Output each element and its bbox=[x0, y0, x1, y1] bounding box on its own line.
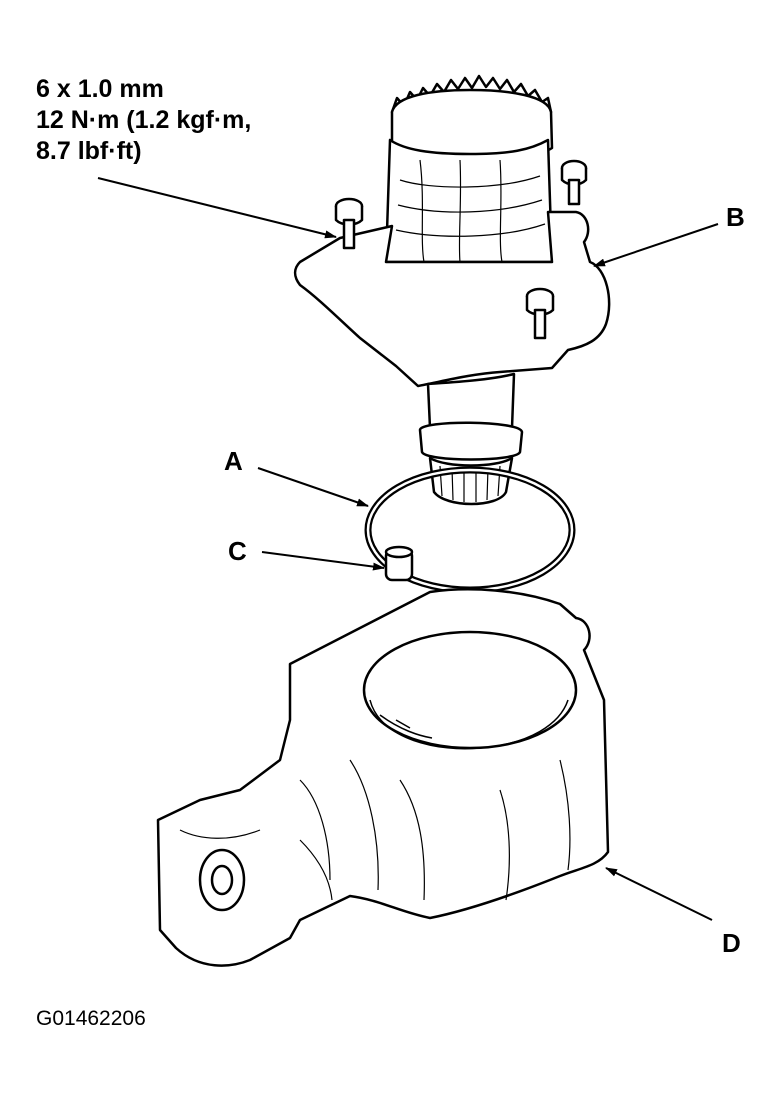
bolt-spec-torque-imperial: 8.7 lbf·ft) bbox=[36, 137, 142, 165]
callout-label-c: C bbox=[228, 536, 247, 566]
housing-shaft bbox=[426, 372, 516, 430]
callout-label-a: A bbox=[224, 446, 243, 476]
casting-contours bbox=[179, 759, 571, 901]
dowel-pin-c bbox=[384, 545, 414, 582]
shaft-collar bbox=[418, 421, 524, 461]
figure-id: G01462206 bbox=[36, 1007, 146, 1030]
housing-boss bbox=[384, 138, 554, 264]
callout-label-b: B bbox=[726, 202, 745, 232]
bolt-spec-size: 6 x 1.0 mm bbox=[36, 75, 164, 103]
boss-texture bbox=[395, 159, 546, 263]
upper-housing-b bbox=[293, 74, 611, 506]
bolt-flange-left bbox=[334, 197, 364, 250]
leader-d bbox=[605, 867, 713, 921]
lower-housing-bore bbox=[362, 630, 578, 750]
lower-housing-d bbox=[156, 588, 610, 967]
spline-lines bbox=[439, 465, 501, 502]
bolt-flange-right bbox=[525, 287, 555, 340]
callout-label-d: D bbox=[722, 928, 741, 958]
shaft-splined-end bbox=[428, 456, 514, 506]
leader-c bbox=[261, 551, 385, 571]
bolt-top-right bbox=[560, 159, 588, 206]
leader-lines bbox=[97, 177, 719, 921]
bore-inner-wall bbox=[369, 699, 569, 750]
port-hole bbox=[210, 864, 234, 896]
leader-a bbox=[257, 467, 369, 507]
housing-flange bbox=[293, 210, 611, 388]
bolt-spec-torque: 12 N·m (1.2 kgf·m, bbox=[36, 106, 252, 134]
leader-b bbox=[593, 223, 719, 267]
bore-inner-detail bbox=[379, 714, 433, 739]
leader-bolt-spec bbox=[97, 177, 337, 239]
